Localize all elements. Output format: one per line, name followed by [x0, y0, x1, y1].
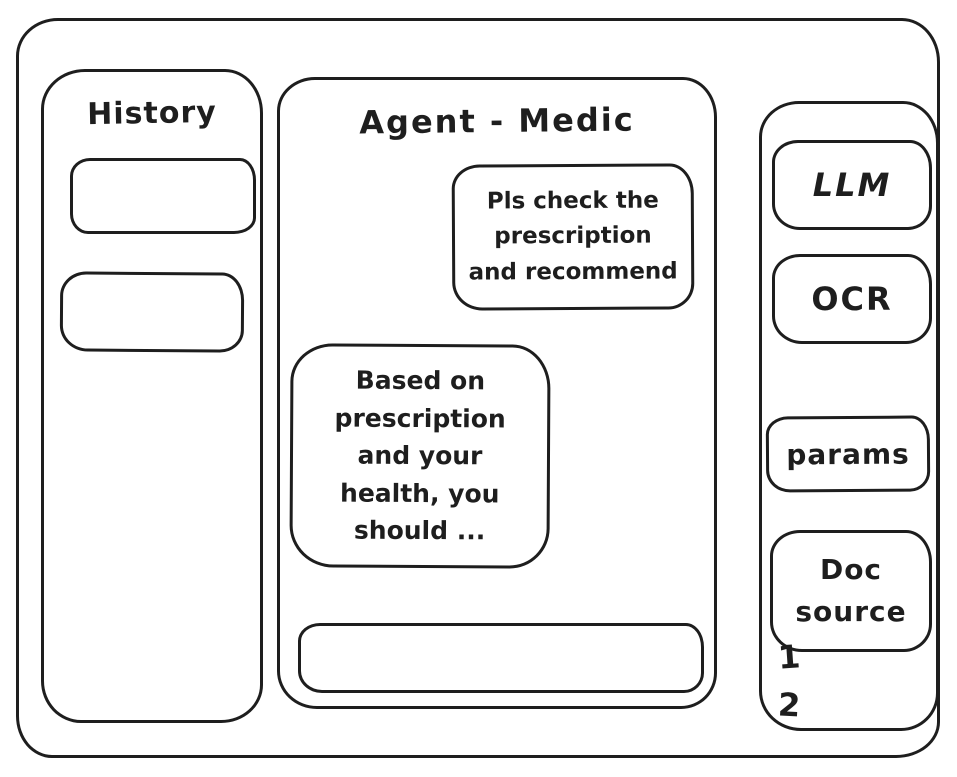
- doc-source-item-1[interactable]: 1: [776, 637, 802, 677]
- history-panel: History: [41, 69, 263, 723]
- params-button[interactable]: params: [765, 415, 931, 493]
- app-frame: History Agent - Medic Pls check the pres…: [16, 18, 940, 758]
- ocr-button[interactable]: OCR: [772, 254, 932, 344]
- agent-message-bubble: Based on prescription and your health, y…: [289, 343, 551, 569]
- llm-button[interactable]: LLM: [772, 140, 932, 230]
- chat-title: Agent - Medic: [359, 100, 635, 142]
- tools-panel: LLM OCR params Doc source 1 2: [759, 101, 939, 731]
- history-item[interactable]: [70, 158, 256, 234]
- history-item[interactable]: [59, 271, 245, 353]
- chat-panel: Agent - Medic Pls check the prescription…: [277, 77, 717, 709]
- doc-source-button[interactable]: Doc source: [770, 530, 932, 652]
- user-message-bubble: Pls check the prescription and recommend: [451, 163, 695, 311]
- doc-source-item-2[interactable]: 2: [777, 685, 802, 725]
- chat-input[interactable]: [298, 623, 704, 693]
- history-title: History: [86, 94, 218, 133]
